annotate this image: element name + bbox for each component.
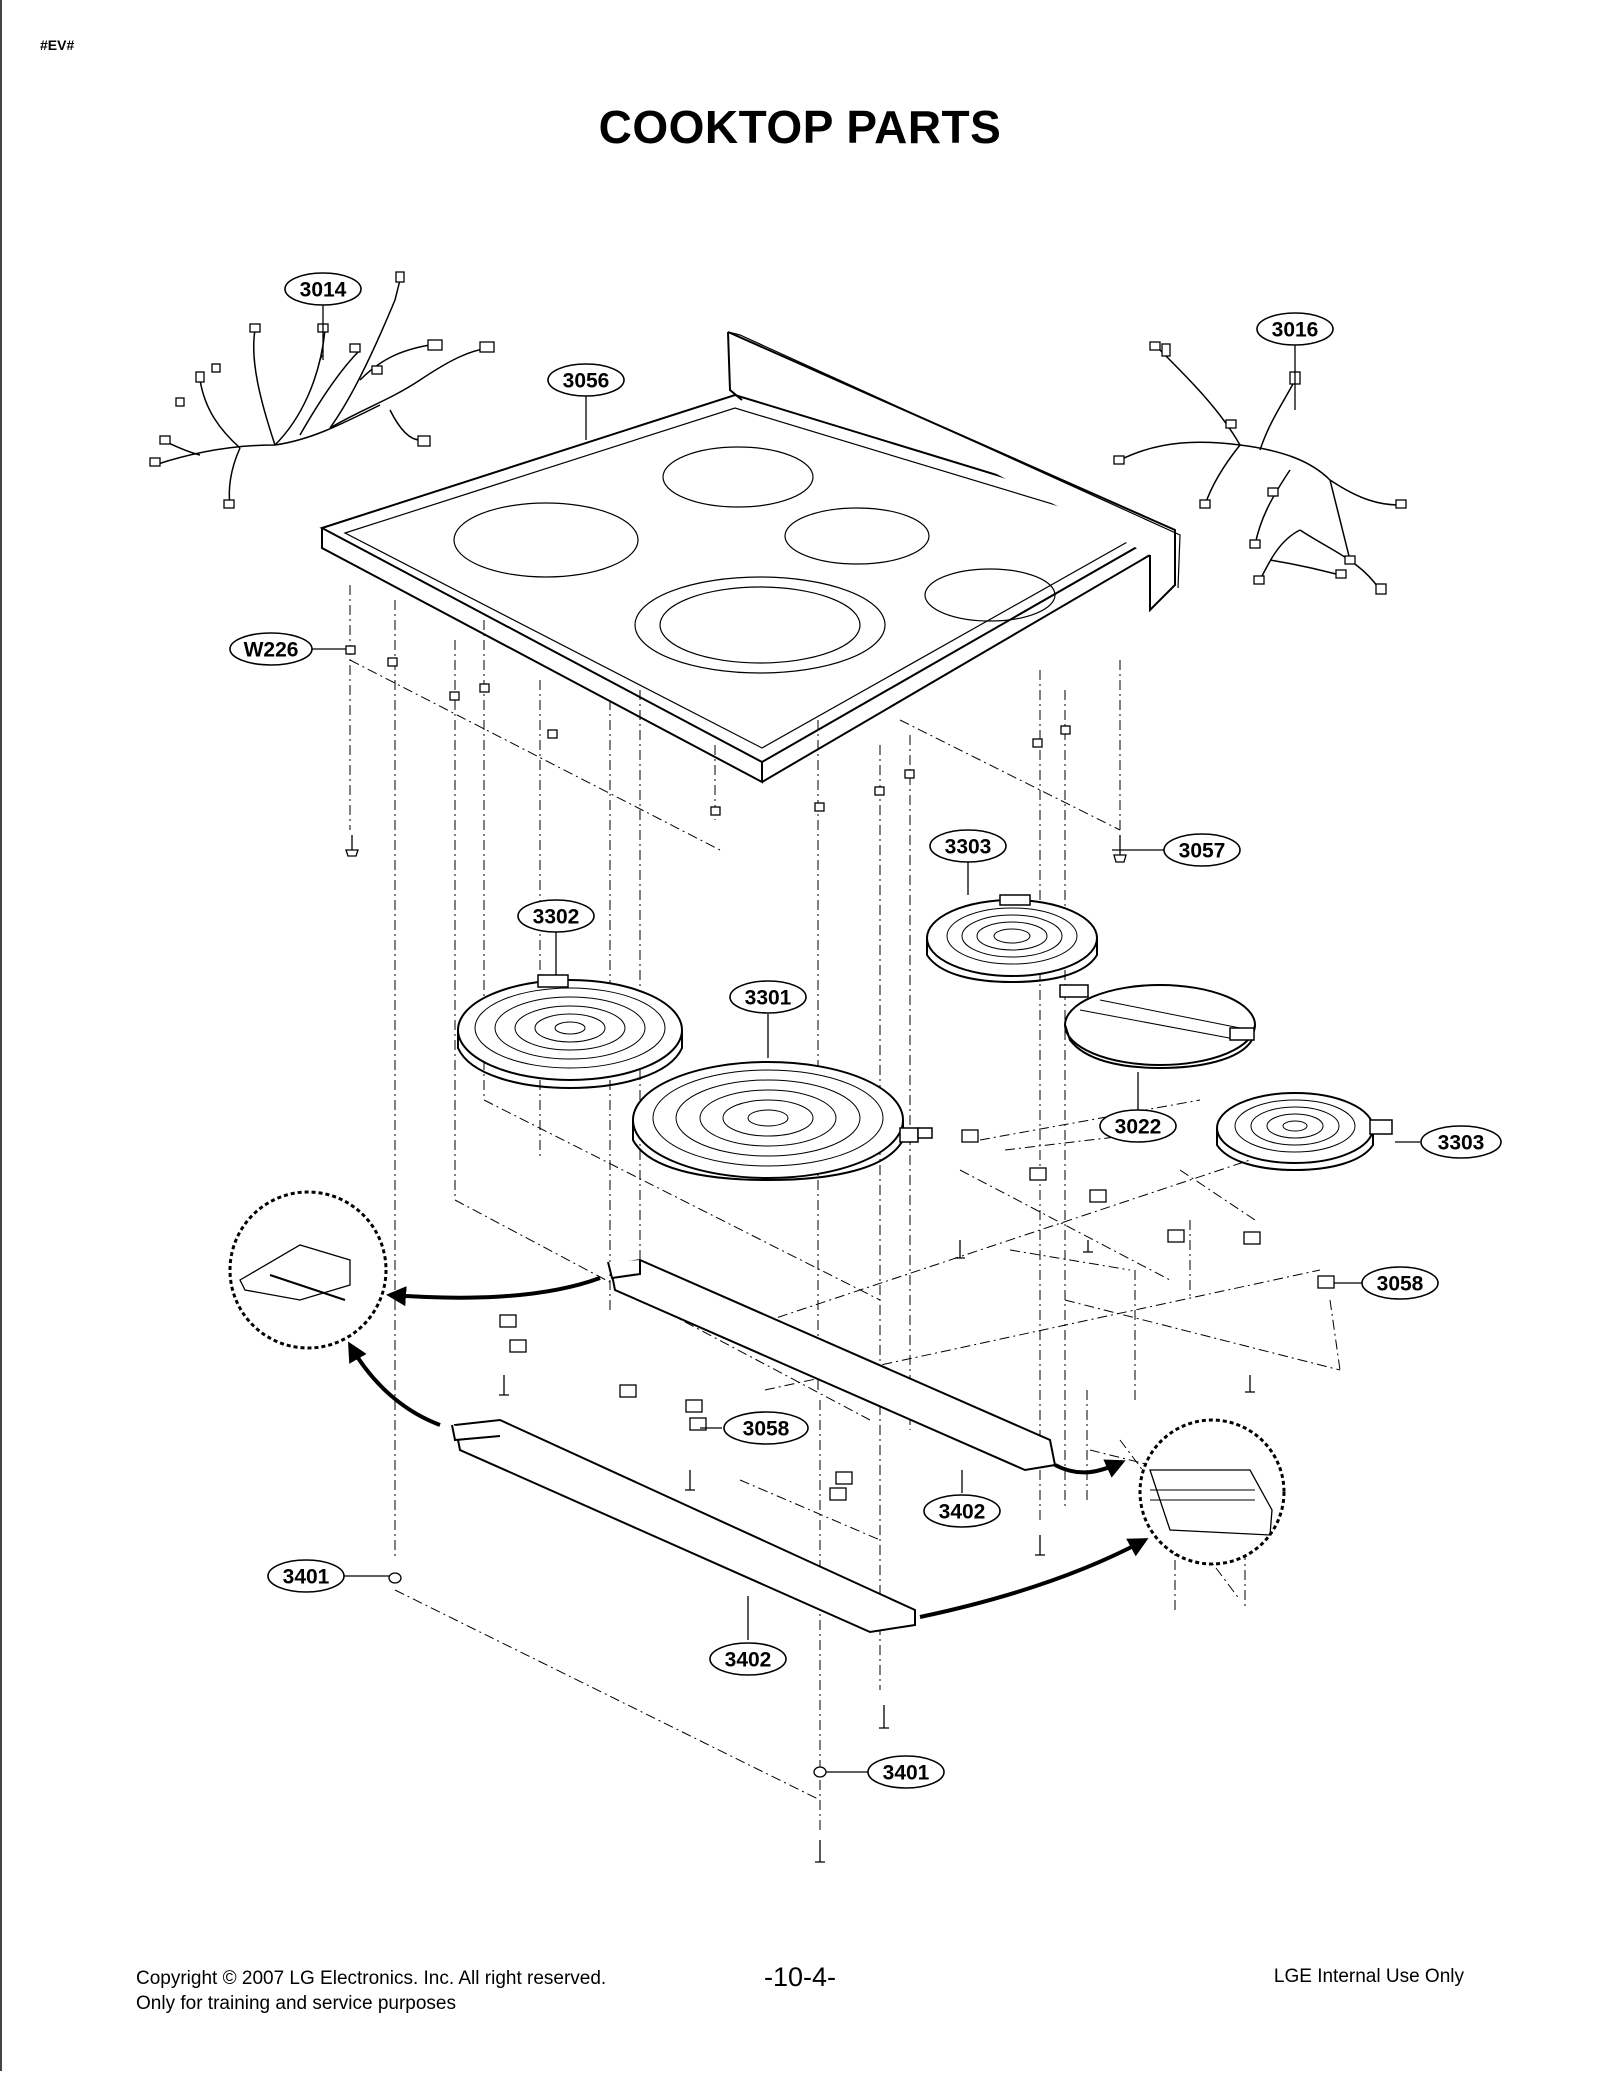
page-title: COOKTOP PARTS: [598, 101, 1002, 153]
callout-3402-lower: 3402: [725, 1649, 772, 1672]
copyright-line-1: Copyright © 2007 LG Electronics. Inc. Al…: [136, 1968, 607, 1989]
wire-harness-right: [1113, 341, 1407, 595]
detail-circle-left: [228, 1190, 388, 1350]
callout-labels: 3014 3056 3016 W226 3057 3303 3302 3301 …: [244, 279, 1485, 1785]
rail-lower: [451, 1418, 916, 1634]
callout-3303-right: 3303: [1438, 1132, 1485, 1155]
internal-use-note: LGE Internal Use Only: [1273, 1966, 1464, 1987]
element-3303-right: [1216, 1092, 1393, 1172]
assembly-lines: [349, 585, 1341, 1830]
wire-harness-left: [149, 271, 495, 509]
callout-3402-upper: 3402: [939, 1501, 986, 1524]
element-3301: [632, 1061, 933, 1182]
callout-3016: 3016: [1272, 319, 1319, 342]
callout-3301: 3301: [745, 987, 792, 1010]
callout-3056: 3056: [563, 370, 610, 393]
copyright-line-2: Only for training and service purposes: [136, 1993, 456, 2014]
callout-3058-mid: 3058: [743, 1418, 790, 1441]
leader-lines: [312, 305, 1420, 1773]
callout-ovals: [229, 272, 1502, 1789]
callout-w226: W226: [244, 639, 299, 662]
callout-3058-right: 3058: [1377, 1273, 1424, 1296]
rail-upper: [607, 1258, 1057, 1472]
callout-3022: 3022: [1115, 1116, 1162, 1139]
screws-and-clips: [345, 645, 1255, 1863]
brackets-3058: [499, 1129, 1335, 1501]
callout-3057: 3057: [1179, 840, 1226, 863]
cooktop-glass: [319, 331, 1181, 784]
element-3302: [457, 974, 683, 1090]
corner-tag: #EV#: [40, 37, 75, 53]
callout-3303-top: 3303: [945, 836, 992, 859]
callout-3302: 3302: [533, 906, 580, 929]
element-3022: [1059, 984, 1256, 1070]
curved-arrows: [348, 1276, 1149, 1619]
callout-3014: 3014: [300, 279, 347, 302]
footer-copyright: Copyright © 2007 LG Electronics. Inc. Al…: [136, 1966, 606, 2016]
callout-3401-left: 3401: [283, 1566, 330, 1589]
element-3303-top: [926, 894, 1098, 984]
callout-3401-bottom: 3401: [883, 1762, 930, 1785]
page-number: -10-4-: [763, 1962, 837, 1992]
detail-circle-right: [1138, 1418, 1286, 1566]
